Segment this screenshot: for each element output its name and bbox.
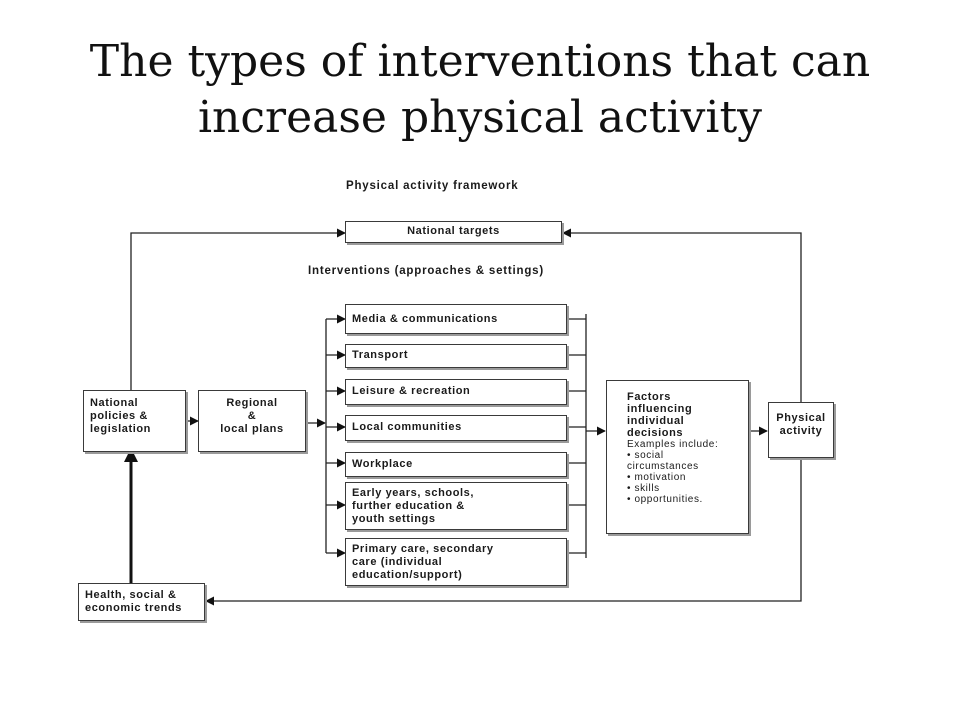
physical-activity-line: activity [779,425,823,437]
national-targets-box: National targets [345,221,562,243]
intervention-box-communities: Local communities [345,415,567,441]
framework-title: Physical activity framework [346,180,519,192]
factors-examples-label: Examples include: [627,439,719,450]
national-policies-line: policies & [90,410,148,422]
policies-to-targets-arrow [130,228,346,390]
factors-box: Factors influencing individual decisions… [606,380,749,534]
intervention-label: further education & [352,500,465,512]
intervention-box-schools: Early years, schools, further education … [345,482,567,530]
activity-to-targets-arrow [562,228,802,402]
intervention-label: education/support) [352,569,463,581]
national-targets-label: National targets [407,225,500,237]
trends-to-policies-arrowhead [124,448,138,462]
health-trends-line: Health, social & [85,589,177,601]
factors-heading-line: individual [627,415,685,427]
intervention-label: Workplace [352,458,413,470]
physical-activity-box: Physical activity [768,402,834,458]
factors-heading-line: Factors [627,391,671,403]
regional-plans-line: Regional [226,397,278,409]
factors-heading-line: decisions [627,427,684,439]
slide-title: The types of interventions that can incr… [0,34,960,146]
national-policies-line: legislation [90,423,151,435]
activity-to-trends-arrow [205,458,802,606]
health-trends-box: Health, social & economic trends [78,583,205,621]
intervention-box-leisure: Leisure & recreation [345,379,567,405]
national-policies-box: National policies & legislation [83,390,186,452]
factors-example: circumstances [627,461,699,472]
intervention-label: Transport [352,349,409,361]
slide-title-line-1: The types of interventions that can [89,36,871,87]
intervention-box-workplace: Workplace [345,452,567,477]
intervention-label: care (individual [352,556,443,568]
factors-example: • social [627,450,664,461]
regional-plans-box: Regional & local plans [198,390,306,452]
factors-example: • motivation [627,472,687,483]
intervention-label: Leisure & recreation [352,385,471,397]
intervention-box-primary-care: Primary care, secondary care (individual… [345,538,567,586]
interventions-heading: Interventions (approaches & settings) [308,265,544,277]
intervention-box-media: Media & communications [345,304,567,334]
intervention-label: Media & communications [352,313,498,325]
physical-activity-line: Physical [776,412,826,424]
intervention-label: Local communities [352,421,462,433]
factors-example: • opportunities. [627,494,703,505]
intervention-box-transport: Transport [345,344,567,368]
regional-plans-line: local plans [220,423,284,435]
interventions-collection-lines [567,318,586,554]
health-trends-line: economic trends [85,602,183,614]
intervention-label: Primary care, secondary [352,543,494,555]
factors-example: • skills [627,483,660,494]
intervention-label: Early years, schools, [352,487,475,499]
national-policies-line: National [90,397,139,409]
factors-heading-line: influencing [627,403,693,415]
regional-plans-line: & [247,410,257,422]
intervention-label: youth settings [352,513,436,525]
slide-title-line-2: increase physical activity [197,92,762,143]
